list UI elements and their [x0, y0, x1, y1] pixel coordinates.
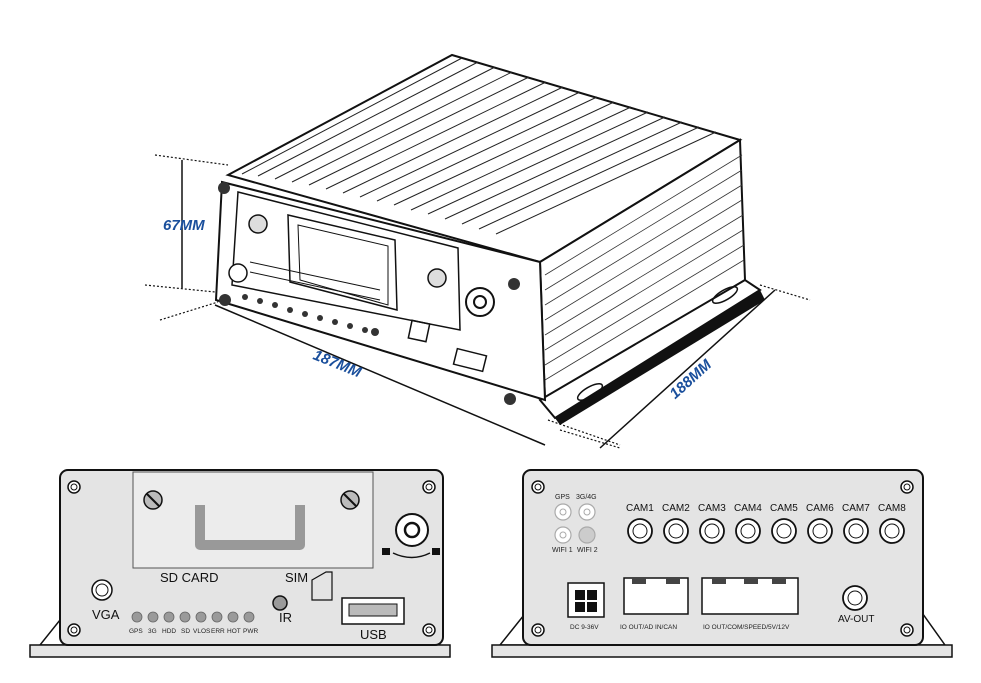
- rear-panel: GPS 3G/4G WIFI 1 WIFI 2 CAM1 CAM2 CAM3 C…: [491, 469, 953, 658]
- antenna-wifi1-port[interactable]: [554, 526, 572, 544]
- led-row: [242, 294, 379, 336]
- screw-icon: [422, 480, 436, 494]
- screw-icon: [531, 480, 545, 494]
- lock-closed-icon: [382, 548, 390, 555]
- dc-power-port[interactable]: [567, 582, 605, 618]
- cam-label: CAM3: [698, 503, 726, 514]
- cam-label: CAM8: [878, 503, 906, 514]
- cam1-port[interactable]: [627, 518, 653, 544]
- antenna-wifi2-port[interactable]: [578, 526, 596, 544]
- isometric-view: 67MM 187MM 188MM: [144, 53, 811, 449]
- sd-card-label: SD CARD: [160, 570, 219, 585]
- usb-label: USB: [360, 627, 387, 642]
- screw-icon: [427, 268, 447, 288]
- cooling-fins: [241, 57, 717, 235]
- antenna-wifi1-label: WIFI 1: [552, 547, 573, 554]
- camera-ports: CAM1 CAM2 CAM3 CAM4 CAM5 CAM6 CAM7 CAM8: [626, 503, 906, 544]
- cam6-port[interactable]: [807, 518, 833, 544]
- led-label-hdd: HDD: [162, 628, 176, 635]
- io1-label: IO OUT/AD IN/CAN: [620, 624, 677, 631]
- led-label-sd: SD: [181, 628, 190, 635]
- antenna-wifi2-label: WIFI 2: [577, 547, 598, 554]
- cam7-port[interactable]: [843, 518, 869, 544]
- cam3-port[interactable]: [699, 518, 725, 544]
- screw-icon: [900, 480, 914, 494]
- cam-label: CAM2: [662, 503, 690, 514]
- sim-slot: [311, 571, 333, 601]
- led-label-hot: HOT: [227, 628, 241, 635]
- screw-icon: [67, 623, 81, 637]
- dimension-width: 187MM: [311, 347, 364, 382]
- dc-label: DC 9-36V: [570, 624, 599, 631]
- led-label-vlos: VLOS: [193, 628, 211, 635]
- screw-icon: [531, 623, 545, 637]
- av-out-label: AV-OUT: [838, 614, 874, 625]
- vga-port-icon: [228, 263, 248, 283]
- lock-icon: [465, 287, 495, 317]
- rear-panel-face: [522, 469, 924, 646]
- cam4-port[interactable]: [735, 518, 761, 544]
- front-panel: SD CARD SIM VGA GPS 3G HDD SD VLOS ERR H…: [29, 469, 451, 658]
- antenna-gps-label: GPS: [555, 494, 570, 501]
- cam-label: CAM7: [842, 503, 870, 514]
- sim-label: SIM: [285, 570, 308, 585]
- lock-icon: [395, 513, 429, 547]
- led-indicators: [131, 611, 255, 623]
- cam-label: CAM1: [626, 503, 654, 514]
- ir-label: IR: [279, 610, 292, 625]
- antenna-3g4g-label: 3G/4G: [576, 494, 597, 501]
- antenna-gps-port[interactable]: [554, 503, 572, 521]
- led-label-err: ERR: [211, 628, 225, 635]
- led-label-pwr: PWR: [243, 628, 258, 635]
- cam5-port[interactable]: [771, 518, 797, 544]
- cam-label: CAM6: [806, 503, 834, 514]
- screw-icon: [248, 214, 268, 234]
- cam8-port[interactable]: [879, 518, 905, 544]
- cam-label: CAM5: [770, 503, 798, 514]
- dimension-height: 67MM: [163, 217, 205, 234]
- vga-label: VGA: [92, 607, 120, 622]
- led-label-gps: GPS: [129, 628, 143, 635]
- cam-label: CAM4: [734, 503, 762, 514]
- lock-open-icon: [432, 548, 440, 555]
- screw-icon: [900, 623, 914, 637]
- av-out-port[interactable]: [842, 585, 868, 611]
- ir-sensor: [272, 595, 288, 611]
- io2-label: IO OUT/COM/SPEED/5V/12V: [703, 624, 790, 631]
- dimension-depth: 188MM: [666, 356, 715, 402]
- dimension-lines: [144, 154, 811, 449]
- screw-icon: [422, 623, 436, 637]
- screw-icon: [67, 480, 81, 494]
- vga-port[interactable]: [91, 579, 113, 601]
- led-label-3g: 3G: [148, 628, 157, 635]
- antenna-3g4g-port[interactable]: [578, 503, 596, 521]
- cam2-port[interactable]: [663, 518, 689, 544]
